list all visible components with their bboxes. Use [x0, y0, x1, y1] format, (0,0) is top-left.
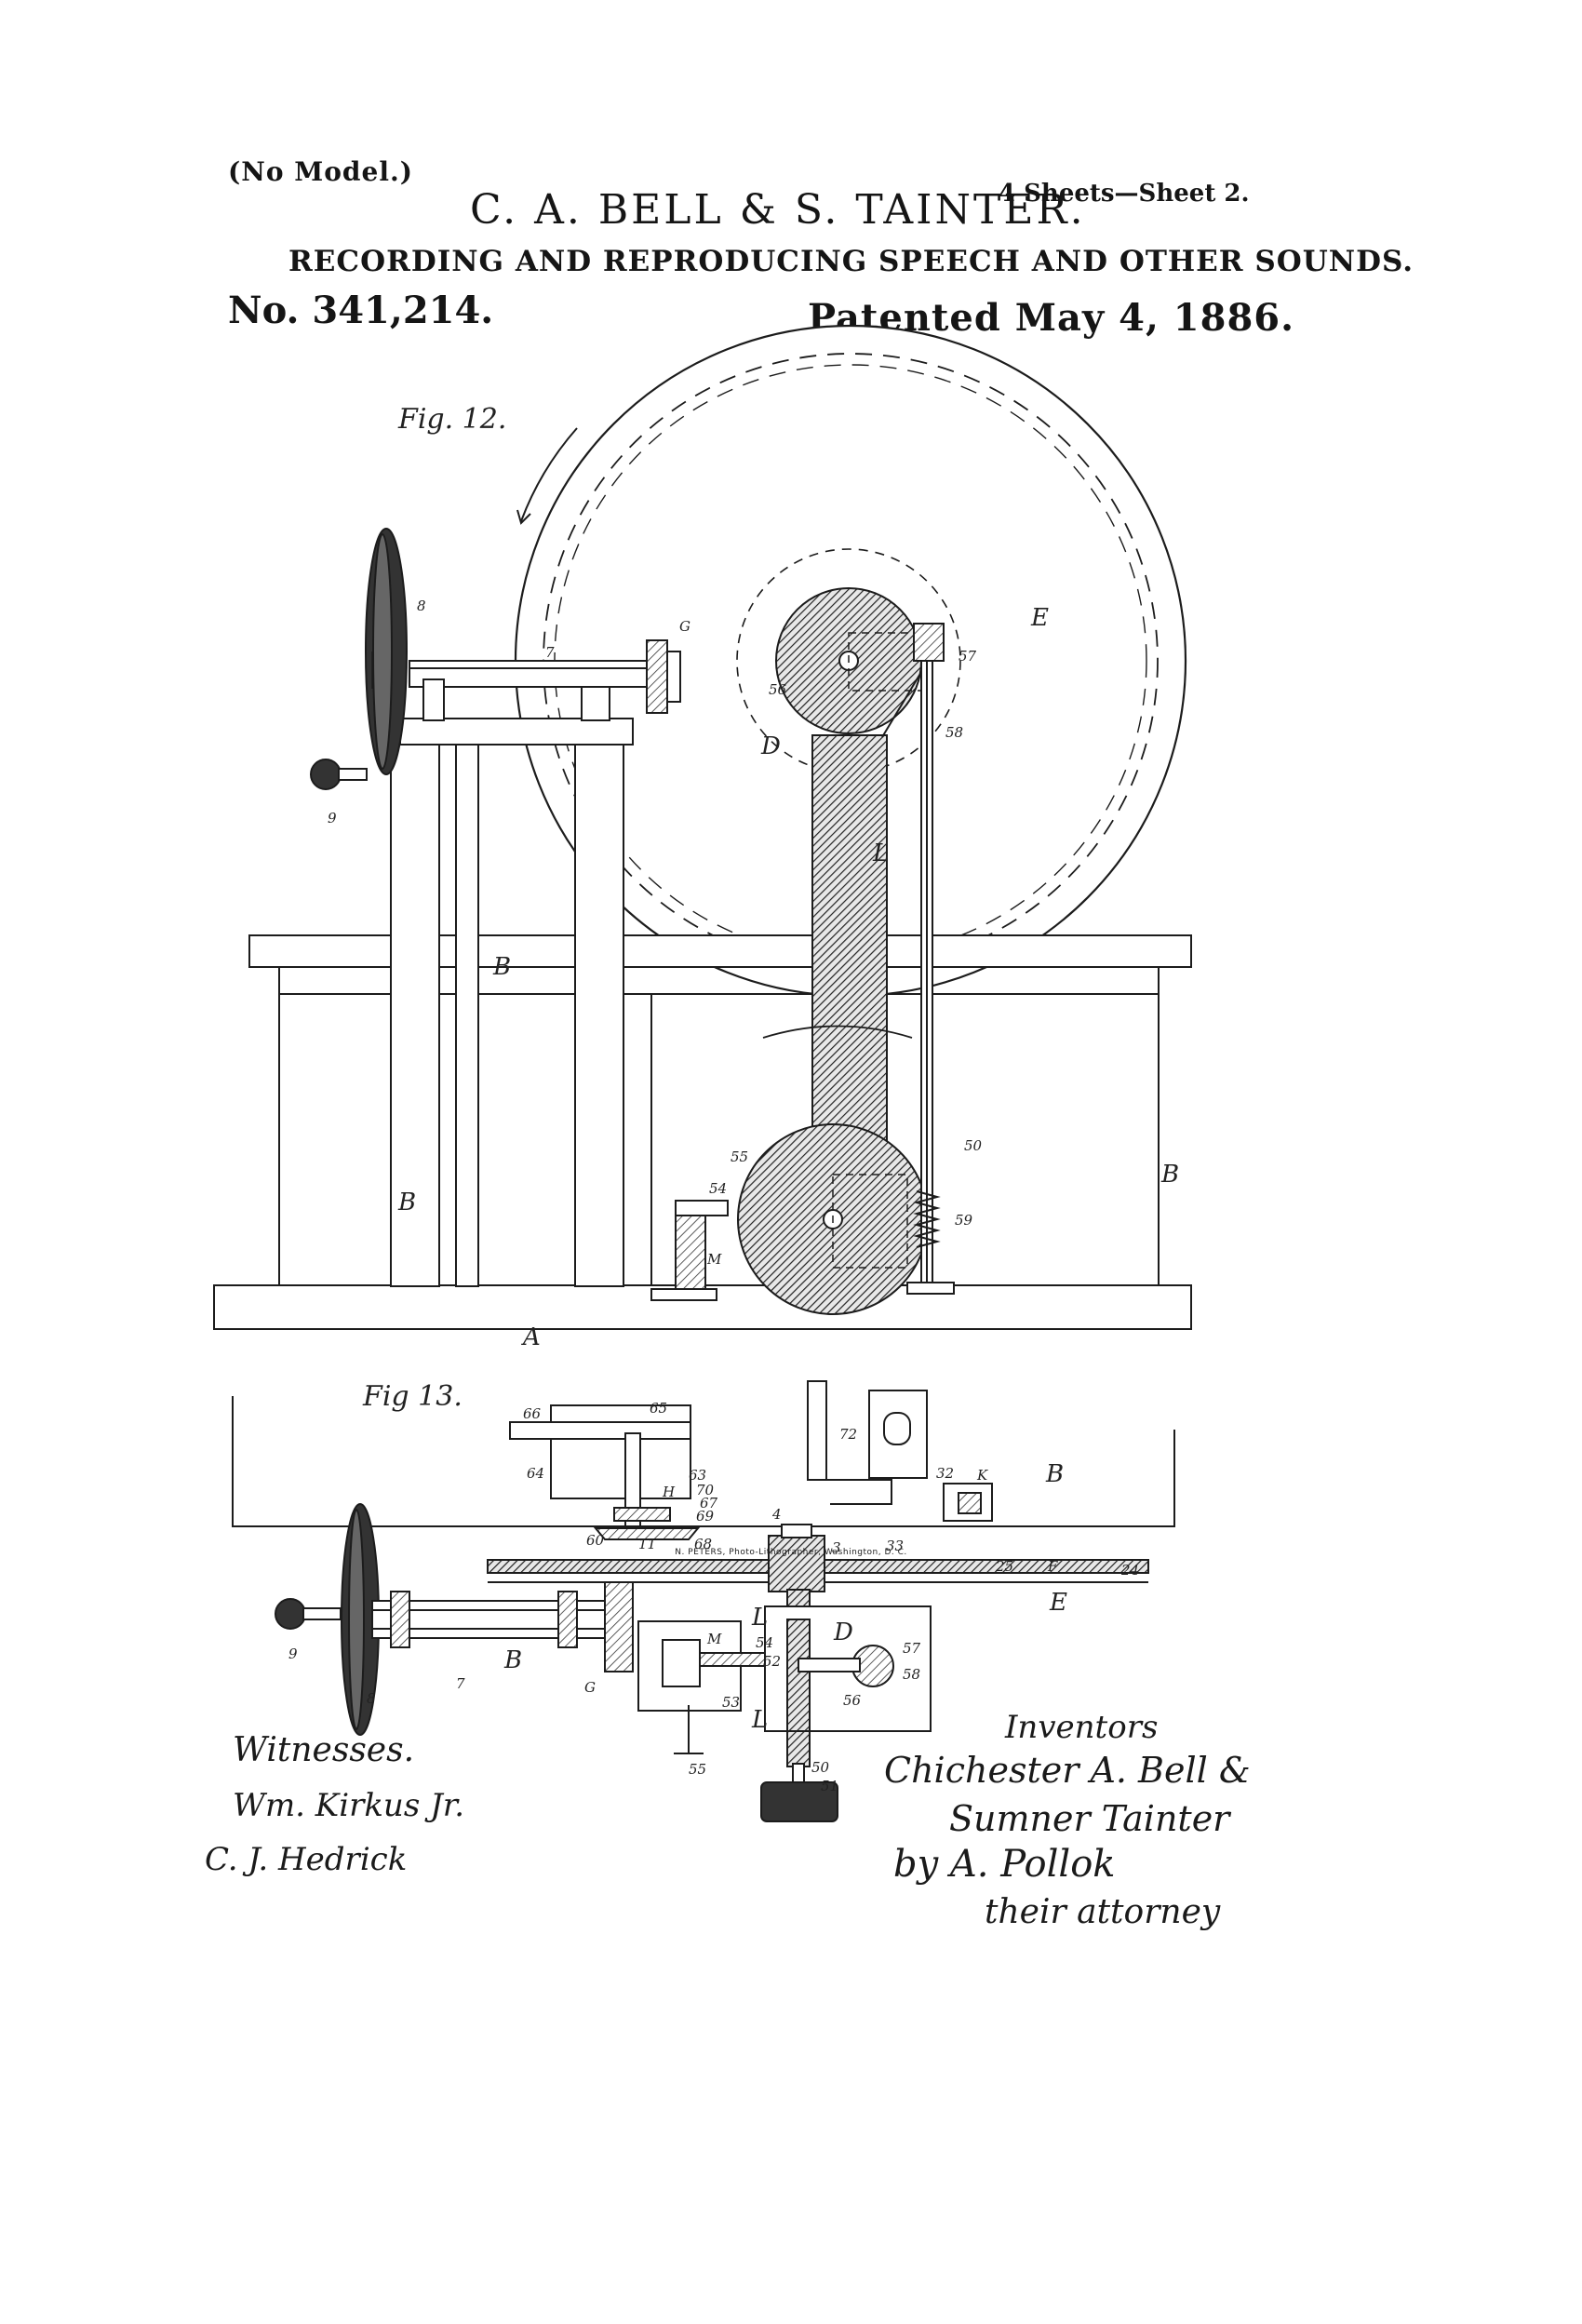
label-52: 52: [763, 1653, 781, 1670]
label-60: 60: [586, 1532, 605, 1549]
label-67: 67: [700, 1495, 718, 1511]
label-57: 57: [959, 648, 977, 665]
label-69: 69: [696, 1508, 715, 1525]
label-m: M: [706, 1251, 722, 1268]
handle-9: [310, 759, 342, 790]
label-8-plan: 8: [367, 1690, 376, 1707]
label-d-plan: D: [833, 1619, 853, 1646]
fig13-title: Fig 13.: [362, 1380, 463, 1413]
gear-g-plan: [604, 1581, 634, 1672]
label-4: 4: [771, 1506, 782, 1523]
label-3: 3: [832, 1539, 841, 1556]
lever-l: [811, 734, 888, 1202]
fig12-title: Fig. 12.: [397, 403, 506, 436]
label-l: L: [872, 840, 889, 867]
label-64: 64: [527, 1465, 544, 1482]
label-32: 32: [936, 1465, 954, 1482]
label-57-plan: 57: [903, 1640, 921, 1657]
patent-number: No. 341,214.: [228, 289, 494, 332]
label-9: 9: [328, 810, 337, 826]
frame-b-plan: [232, 1396, 1175, 1527]
label-b-right: B: [1160, 1161, 1179, 1189]
patent-title: RECORDING AND REPRODUCING SPEECH AND OTH…: [288, 245, 1414, 278]
gear-g: [646, 639, 668, 714]
label-50: 50: [964, 1137, 983, 1154]
label-b-left: B: [397, 1189, 416, 1216]
label-b-top: B: [492, 953, 511, 981]
label-l-upper: L: [751, 1604, 768, 1632]
sheet-count: 4 Sheets—Sheet 2.: [999, 180, 1250, 208]
attorney-signature: by A. Pollok: [893, 1843, 1116, 1886]
witness-1-signature: Wm. Kirkus Jr.: [233, 1787, 465, 1824]
inventors-heading: C. A. BELL & S. TAINTER.: [470, 186, 1086, 234]
label-d: D: [760, 732, 781, 760]
label-58: 58: [945, 724, 963, 741]
label-54-plan: 54: [756, 1634, 773, 1651]
label-7: 7: [545, 644, 555, 661]
label-l-lower: L: [751, 1706, 768, 1734]
label-66: 66: [523, 1405, 542, 1422]
inventors-sig-heading: Inventors: [1005, 1709, 1159, 1746]
label-51: 51: [821, 1778, 838, 1794]
label-b-plan: B: [1045, 1460, 1064, 1488]
fig-13: [232, 1380, 1175, 1822]
label-55-plan: 55: [689, 1761, 706, 1778]
handle-9-plan: [275, 1598, 306, 1630]
knob-51: [760, 1781, 838, 1822]
lithographer-credit: N. PETERS, Photo-Lithographer, Washingto…: [675, 1548, 907, 1557]
label-11: 11: [638, 1536, 656, 1552]
inventor-2-signature: Sumner Tainter: [949, 1798, 1230, 1839]
attorney-label: their attorney: [985, 1893, 1221, 1931]
label-g-plan: G: [584, 1679, 596, 1696]
label-50-plan: 50: [811, 1759, 830, 1776]
label-h: H: [662, 1484, 676, 1500]
witnesses-heading: Witnesses.: [233, 1731, 415, 1769]
label-55: 55: [731, 1149, 748, 1165]
label-k: K: [976, 1467, 988, 1484]
label-54: 54: [709, 1180, 727, 1197]
label-m-plan: M: [706, 1631, 722, 1647]
label-59: 59: [955, 1212, 973, 1229]
spring-59: [913, 1190, 941, 1248]
label-7-plan: 7: [456, 1675, 465, 1692]
label-56: 56: [769, 681, 787, 698]
fig-12-labels: Fig. 12. E D L B B B A M G 7 8 9 56 57 5…: [328, 403, 1179, 1351]
label-72: 72: [839, 1426, 857, 1443]
label-9-plan: 9: [288, 1646, 298, 1662]
witness-2-signature: C. J. Hedrick: [205, 1841, 408, 1878]
label-33: 33: [886, 1538, 904, 1554]
shaft-64: [509, 1421, 691, 1440]
label-58-plan: 58: [903, 1666, 920, 1683]
label-f: F: [1047, 1558, 1058, 1575]
label-8: 8: [417, 598, 426, 614]
label-g: G: [679, 618, 690, 635]
no-model-note: (No Model.): [228, 156, 413, 187]
inventor-1-signature: Chichester A. Bell &: [884, 1750, 1251, 1791]
label-24: 24: [1120, 1562, 1139, 1578]
label-e-plan: E: [1049, 1589, 1067, 1617]
label-70: 70: [696, 1482, 715, 1498]
label-63: 63: [689, 1467, 706, 1484]
label-53: 53: [722, 1694, 740, 1711]
fig-13-labels: Fig 13. B K 32 72 33 25 F 24 E 3 4 66 65…: [288, 1380, 1139, 1794]
label-a: A: [521, 1323, 541, 1351]
label-25: 25: [995, 1558, 1013, 1575]
label-b-small: B: [503, 1646, 522, 1674]
label-56-plan: 56: [843, 1692, 862, 1709]
label-65: 65: [650, 1400, 667, 1417]
bracket-m: [675, 1200, 729, 1216]
fig-12: [213, 324, 1192, 1330]
label-68: 68: [694, 1536, 712, 1552]
label-e: E: [1030, 604, 1049, 632]
